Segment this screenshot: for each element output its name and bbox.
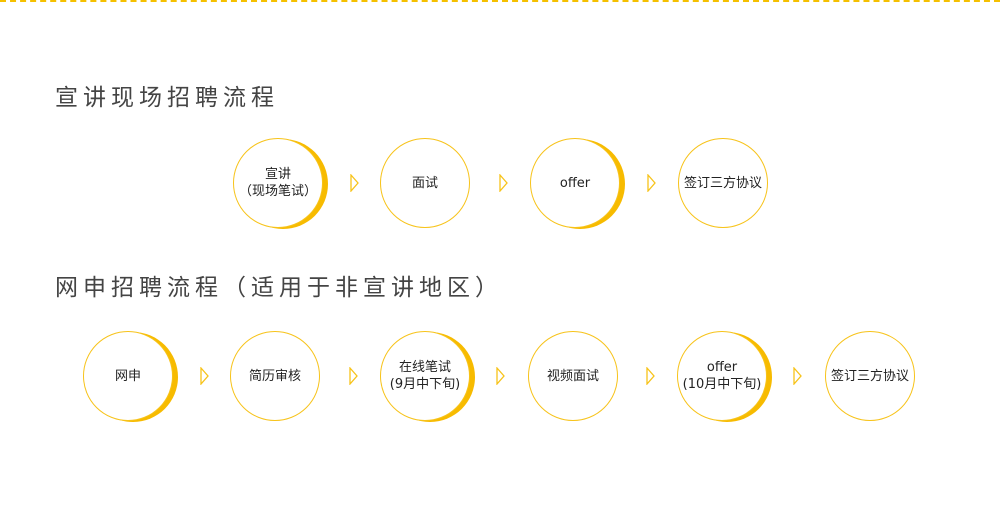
step-label: 宣讲 — [264, 167, 291, 182]
step-label: 签订三方协议 — [683, 175, 762, 191]
step-sublabel: （现场笔试） — [238, 184, 317, 199]
step-sublabel: (9月中下旬) — [389, 377, 461, 392]
step-label: 网申 — [114, 368, 141, 384]
step-sublabel: (10月中下旬) — [682, 377, 762, 392]
step-label: 签订三方协议 — [830, 368, 909, 384]
process-step: offer — [530, 138, 620, 228]
process-step: 签订三方协议 — [825, 331, 915, 421]
process-step: 在线笔试 (9月中下旬) — [380, 331, 470, 421]
process-step: offer (10月中下旬) — [677, 331, 767, 421]
process-step: 宣讲 （现场笔试） — [233, 138, 323, 228]
process-step: 简历审核 — [230, 331, 320, 421]
step-label: offer — [559, 175, 591, 191]
top-dashed-divider — [0, 0, 1000, 2]
process-step: 签订三方协议 — [678, 138, 768, 228]
process-step: 视频面试 — [528, 331, 618, 421]
section-title: 宣讲现场招聘流程 — [55, 85, 279, 111]
step-label: 简历审核 — [248, 368, 301, 384]
process-step: 面试 — [380, 138, 470, 228]
step-label: 视频面试 — [546, 368, 599, 384]
process-step: 网申 — [83, 331, 173, 421]
step-label: 面试 — [411, 175, 438, 191]
section-title: 网申招聘流程（适用于非宣讲地区） — [55, 275, 503, 301]
step-label: offer — [706, 360, 738, 375]
step-label: 在线笔试 — [398, 360, 451, 375]
